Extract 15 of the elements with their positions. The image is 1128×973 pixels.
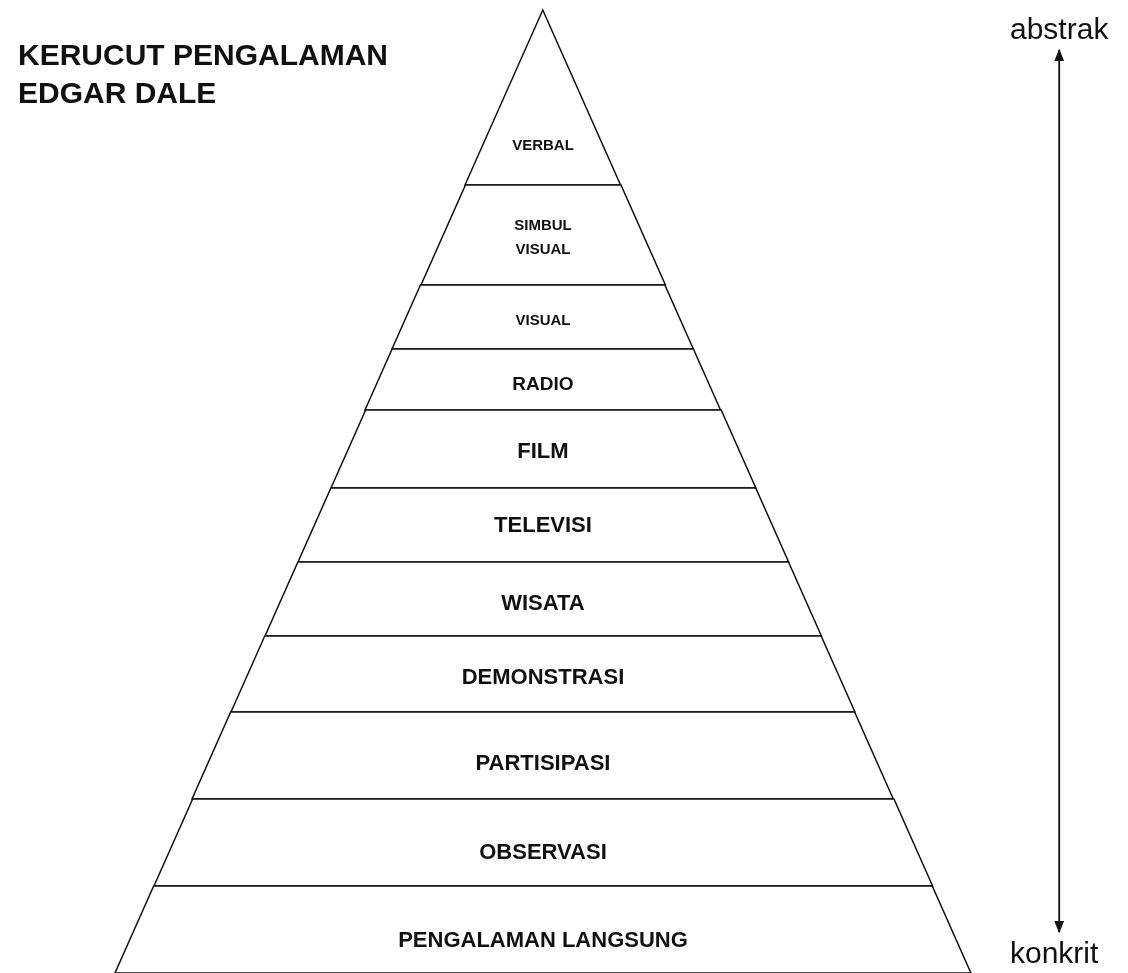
- band-label: FILM: [517, 437, 569, 466]
- band-label: WISATA: [501, 589, 585, 618]
- scale-label: abstrak: [1010, 12, 1109, 46]
- band-label: TELEVISI: [494, 511, 592, 540]
- diagram-title: KERUCUT PENGALAMAN EDGAR DALE: [18, 37, 389, 111]
- band-label: RADIO: [512, 371, 574, 396]
- scale-label: konkrit: [1010, 936, 1099, 970]
- band-label: SIMBUL VISUAL: [513, 215, 573, 259]
- band-label: VERBAL: [512, 135, 574, 155]
- double-arrow: [1054, 48, 1065, 934]
- band-label: DEMONSTRASI: [461, 663, 625, 692]
- band-label: PENGALAMAN LANGSUNG: [398, 926, 688, 955]
- band-label: VISUAL: [515, 310, 571, 330]
- band-label: OBSERVASI: [479, 838, 607, 867]
- band-label: PARTISIPASI: [475, 749, 611, 778]
